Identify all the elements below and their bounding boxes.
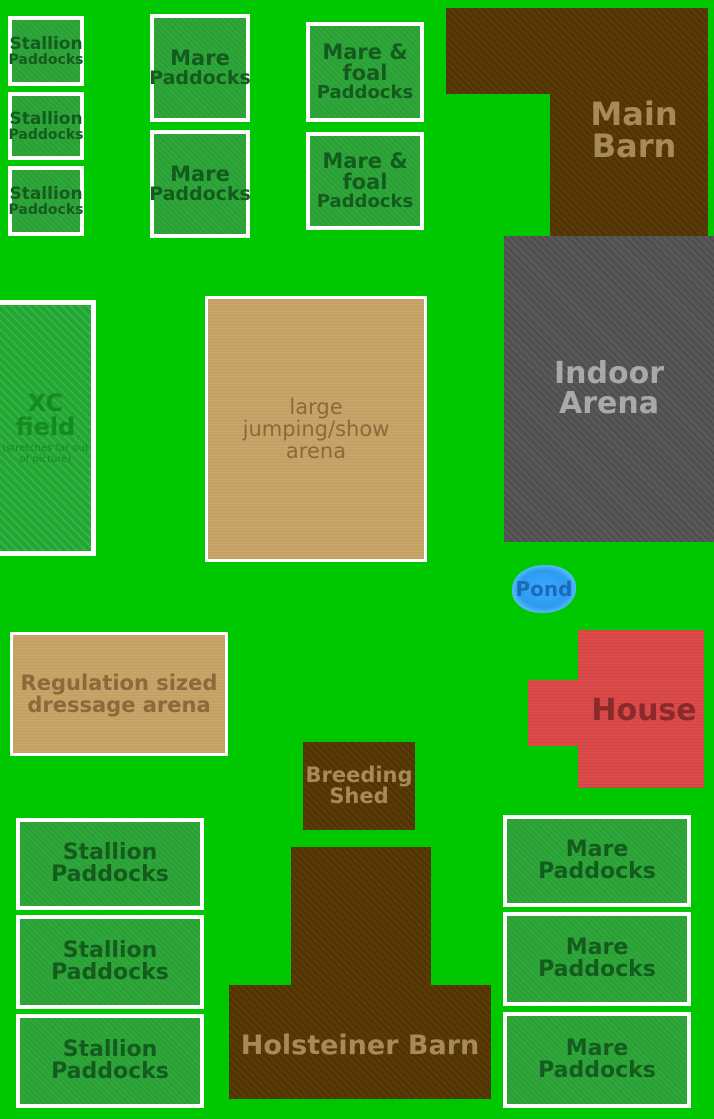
- mare-paddock-top-2[interactable]: Mare Paddocks: [149, 130, 251, 238]
- paddock-label: Stallion: [9, 108, 83, 129]
- stallion-paddock-top-1[interactable]: Stallion Paddocks: [8, 16, 84, 86]
- jump-arena-line: large: [289, 394, 343, 419]
- paddock-label: Mare &: [322, 149, 408, 173]
- main-barn-line: Barn: [591, 127, 677, 165]
- paddock-label: Paddocks: [8, 126, 84, 143]
- main-barn-wing: [550, 90, 708, 238]
- paddock-label: Mare: [565, 1036, 629, 1061]
- paddock-label: Mare: [170, 162, 230, 186]
- house-wing: [528, 680, 582, 746]
- paddock-label: Stallion: [62, 840, 158, 865]
- mare-paddock-bottom-1[interactable]: Mare Paddocks: [503, 815, 691, 907]
- paddock-label: foal: [342, 61, 388, 85]
- paddock-label: Paddocks: [316, 191, 414, 212]
- stallion-paddock-bottom-2[interactable]: Stallion Paddocks: [16, 915, 204, 1009]
- holsteiner-barn-label-box: Holsteiner Barn: [229, 1025, 491, 1065]
- stallion-paddock-top-3[interactable]: Stallion Paddocks: [8, 166, 84, 236]
- stallion-paddock-top-2[interactable]: Stallion Paddocks: [8, 92, 84, 160]
- paddock-label: Stallion: [62, 938, 158, 963]
- paddock-label: Paddocks: [149, 183, 251, 205]
- house-main: [578, 630, 704, 788]
- paddock-label: Mare: [565, 837, 629, 862]
- paddock-label: Paddocks: [316, 82, 414, 103]
- stallion-paddock-bottom-1[interactable]: Stallion Paddocks: [16, 818, 204, 910]
- breeding-shed-line: Breeding: [305, 763, 413, 787]
- house-label: House: [591, 692, 697, 728]
- mare-paddock-top-1[interactable]: Mare Paddocks: [149, 14, 251, 122]
- mare-foal-paddock-2[interactable]: Mare & foal Paddocks: [306, 132, 424, 230]
- dressage-arena-line: dressage arena: [27, 693, 211, 717]
- paddock-label: Paddocks: [538, 859, 656, 884]
- mare-foal-paddock-1[interactable]: Mare & foal Paddocks: [306, 22, 424, 122]
- indoor-arena[interactable]: Indoor Arena: [504, 236, 714, 542]
- indoor-arena-line: Indoor: [553, 356, 664, 391]
- dressage-arena[interactable]: Regulation sized dressage arena: [10, 632, 228, 756]
- paddock-label: Mare: [170, 46, 230, 70]
- holsteiner-barn-top: [291, 847, 431, 992]
- xc-field-note: (stretches far out of picture): [2, 443, 89, 465]
- xc-field-line: field: [15, 413, 76, 441]
- paddock-label: Paddocks: [149, 67, 251, 89]
- house-label-box: House: [584, 690, 704, 730]
- breeding-shed[interactable]: Breeding Shed: [303, 742, 415, 830]
- paddock-label: Paddocks: [8, 51, 84, 68]
- paddock-label: Mare &: [322, 40, 408, 64]
- main-barn-line: Main: [590, 95, 678, 133]
- jump-arena-line: jumping/show: [242, 416, 390, 441]
- breeding-shed-line: Shed: [329, 784, 389, 808]
- dressage-arena-line: Regulation sized: [20, 670, 218, 695]
- jumping-show-arena[interactable]: large jumping/show arena: [205, 296, 427, 562]
- paddock-label: Paddocks: [51, 1059, 169, 1084]
- mare-paddock-bottom-2[interactable]: Mare Paddocks: [503, 912, 691, 1006]
- paddock-label: Paddocks: [538, 1058, 656, 1083]
- holsteiner-barn-base: [229, 985, 491, 1099]
- paddock-label: foal: [342, 170, 388, 194]
- paddock-label: Stallion: [9, 33, 83, 54]
- paddock-label: Paddocks: [51, 960, 169, 985]
- mare-paddock-bottom-3[interactable]: Mare Paddocks: [503, 1012, 691, 1108]
- indoor-arena-line: Arena: [559, 386, 659, 421]
- paddock-label: Paddocks: [8, 201, 84, 218]
- paddock-label: Paddocks: [538, 957, 656, 982]
- xc-field-line: XC: [27, 389, 64, 417]
- jump-arena-line: arena: [285, 439, 347, 464]
- paddock-label: Paddocks: [51, 862, 169, 887]
- paddock-label: Mare: [565, 935, 629, 960]
- holsteiner-barn-label: Holsteiner Barn: [240, 1029, 480, 1061]
- pond[interactable]: Pond: [512, 565, 576, 613]
- main-barn-label: Main Barn: [560, 90, 708, 170]
- main-barn-top: [446, 8, 708, 94]
- xc-field[interactable]: XC field (stretches far out of picture): [0, 300, 96, 556]
- pond-label: Pond: [515, 577, 573, 601]
- paddock-label: Stallion: [62, 1037, 158, 1062]
- paddock-label: Stallion: [9, 183, 83, 204]
- stallion-paddock-bottom-3[interactable]: Stallion Paddocks: [16, 1014, 204, 1108]
